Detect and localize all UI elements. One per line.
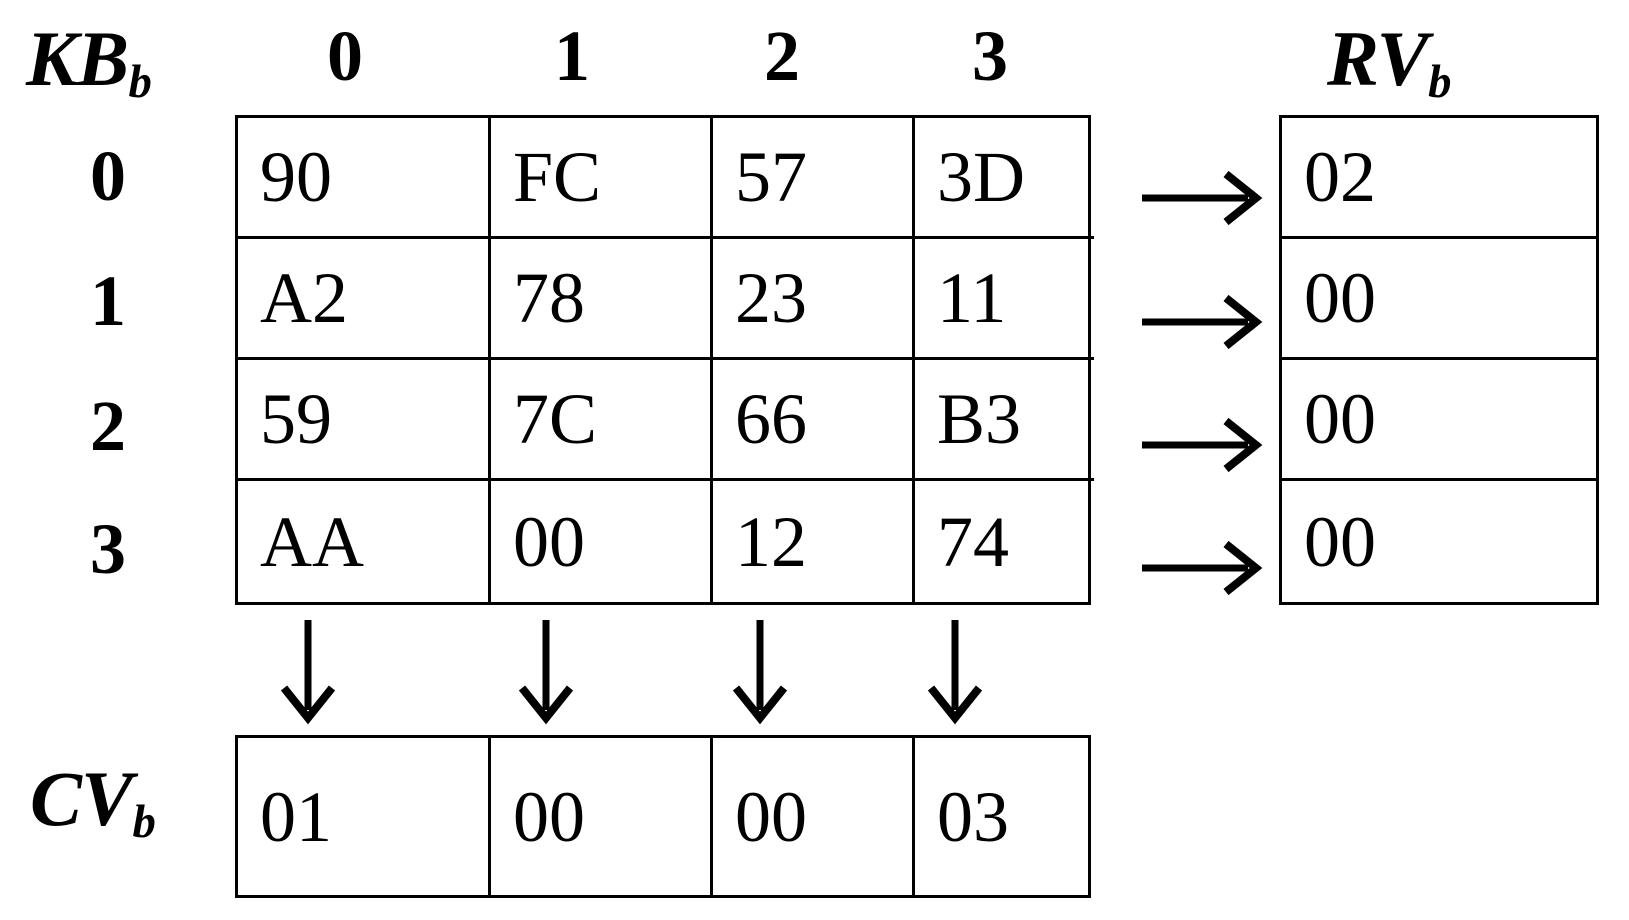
cv-cell-0: 01 [238, 738, 491, 895]
arrow-down-icon-col-3 [925, 618, 985, 728]
kb-matrix-label: KBb [26, 20, 152, 106]
kb-cell-1-0: A2 [238, 239, 491, 360]
cv-cell-1: 00 [491, 738, 713, 895]
cv-label-subscript: b [132, 796, 156, 849]
kb-cell-2-3: B3 [915, 360, 1094, 481]
kb-cell-0-1: FC [491, 118, 713, 239]
rv-label-subscript: b [1428, 56, 1451, 109]
kb-cell-1-3: 11 [915, 239, 1094, 360]
row-header-0: 0 [90, 136, 126, 216]
row-header-3: 3 [90, 509, 126, 589]
cv-cell-2: 00 [713, 738, 915, 895]
row-header-2: 2 [90, 386, 126, 466]
arrow-down-icon-col-0 [278, 618, 338, 728]
rv-cell-1: 00 [1282, 239, 1596, 360]
rv-label-base: RV [1327, 15, 1429, 102]
kb-matrix-grid: 90 FC 57 3D A2 78 23 11 59 7C 66 B3 AA 0… [235, 115, 1094, 605]
kb-cell-1-2: 23 [713, 239, 915, 360]
kb-cell-3-2: 12 [713, 481, 915, 602]
rv-vector-grid: 02 00 00 00 [1279, 115, 1599, 605]
arrow-down-icon-col-1 [516, 618, 576, 728]
column-header-2: 2 [764, 16, 800, 96]
arrow-down-icon-col-2 [730, 618, 790, 728]
rv-vector-label: RVb [1327, 20, 1452, 106]
column-header-0: 0 [327, 16, 363, 96]
cv-vector-grid: 01 00 00 03 [235, 735, 1091, 898]
arrow-right-icon-row-2 [1140, 415, 1270, 475]
kb-cell-1-1: 78 [491, 239, 713, 360]
kb-cell-3-0: AA [238, 481, 491, 602]
rv-cell-3: 00 [1304, 501, 1376, 582]
arrow-right-icon-row-1 [1140, 292, 1270, 352]
cv-label-base: CV [30, 755, 133, 842]
kb-cell-0-3: 3D [915, 118, 1094, 239]
rv-cell-2: 00 [1282, 360, 1596, 481]
rv-cell-0: 02 [1282, 118, 1596, 239]
kb-cell-0-0: 90 [238, 118, 491, 239]
arrow-right-icon-row-3 [1140, 538, 1270, 598]
cv-vector-label: CVb [30, 760, 156, 846]
kb-label-subscript: b [128, 56, 152, 109]
kb-cell-2-2: 66 [713, 360, 915, 481]
column-header-3: 3 [972, 16, 1008, 96]
kb-cell-2-0: 59 [238, 360, 491, 481]
kb-label-base: KB [26, 15, 129, 102]
kb-cell-3-1: 00 [491, 481, 713, 602]
cv-cell-3: 03 [937, 776, 1009, 857]
column-header-1: 1 [554, 16, 590, 96]
row-header-1: 1 [90, 261, 126, 341]
kb-cell-2-1: 7C [491, 360, 713, 481]
arrow-right-icon-row-0 [1140, 168, 1270, 228]
kb-cell-0-2: 57 [713, 118, 915, 239]
kb-cell-3-3: 74 [937, 501, 1009, 582]
